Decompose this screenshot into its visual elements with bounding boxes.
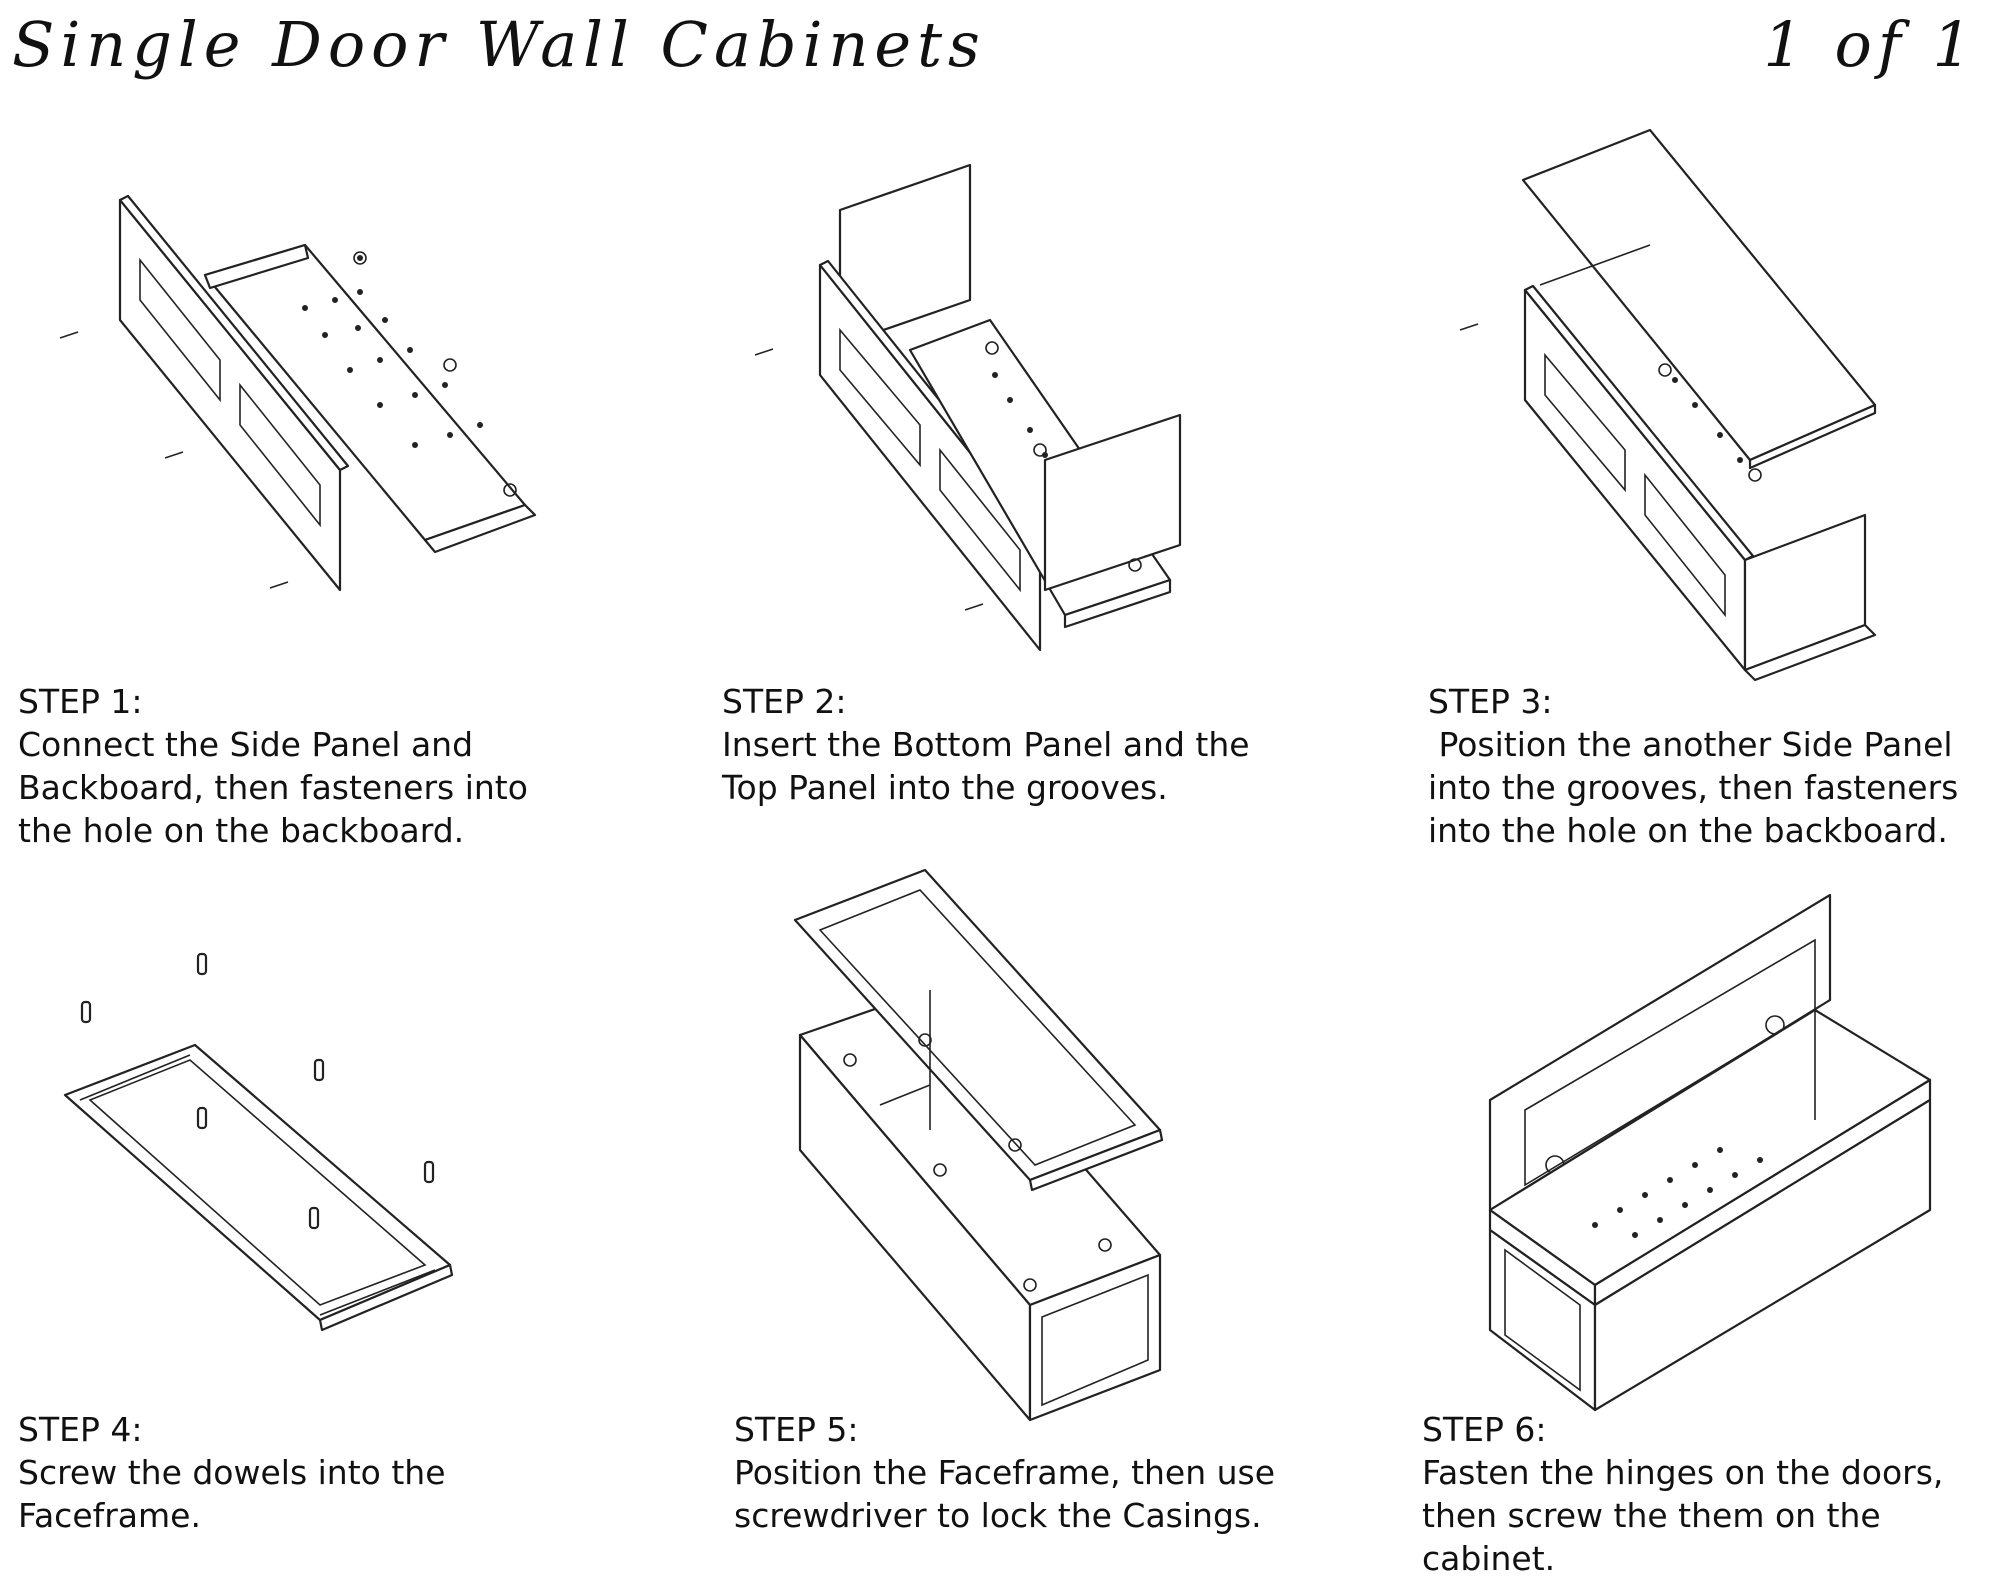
step-1-illustration: [40, 190, 560, 592]
step-3-text: Position the another Side Panel into the…: [1428, 725, 1959, 850]
step-6-caption: STEP 6: Fasten the hinges on the doors, …: [1422, 1408, 2000, 1580]
step-3-caption: STEP 3: Position the another Side Panel …: [1428, 680, 2000, 852]
step-2-illustration: [740, 160, 1200, 652]
step-3-illustration: [1455, 125, 1955, 682]
page-indicator: 1 of 1: [1763, 8, 1978, 81]
step-3-label: STEP 3:: [1428, 682, 1553, 721]
step-5-caption: STEP 5: Position the Faceframe, then use…: [734, 1408, 1294, 1537]
step-1-caption: STEP 1: Connect the Side Panel and Backb…: [18, 680, 558, 852]
step-1-text: Connect the Side Panel and Backboard, th…: [18, 725, 528, 850]
step-2-caption: STEP 2: Insert the Bottom Panel and the …: [722, 680, 1282, 809]
step-4-caption: STEP 4: Screw the dowels into the Facefr…: [18, 1408, 558, 1537]
step-4-text: Screw the dowels into the Faceframe.: [18, 1453, 446, 1535]
step-1-label: STEP 1:: [18, 682, 143, 721]
step-5-label: STEP 5:: [734, 1410, 859, 1449]
step-6-text: Fasten the hinges on the doors, then scr…: [1422, 1453, 1944, 1578]
step-2-text: Insert the Bottom Panel and the Top Pane…: [722, 725, 1250, 807]
step-4-illustration: [60, 950, 480, 1340]
step-6-label: STEP 6:: [1422, 1410, 1547, 1449]
step-4-label: STEP 4:: [18, 1410, 143, 1449]
step-2-label: STEP 2:: [722, 682, 847, 721]
step-5-illustration: [790, 865, 1170, 1425]
step-6-illustration: [1485, 890, 1945, 1412]
page-title: Single Door Wall Cabinets: [12, 8, 986, 81]
step-5-text: Position the Faceframe, then use screwdr…: [734, 1453, 1276, 1535]
